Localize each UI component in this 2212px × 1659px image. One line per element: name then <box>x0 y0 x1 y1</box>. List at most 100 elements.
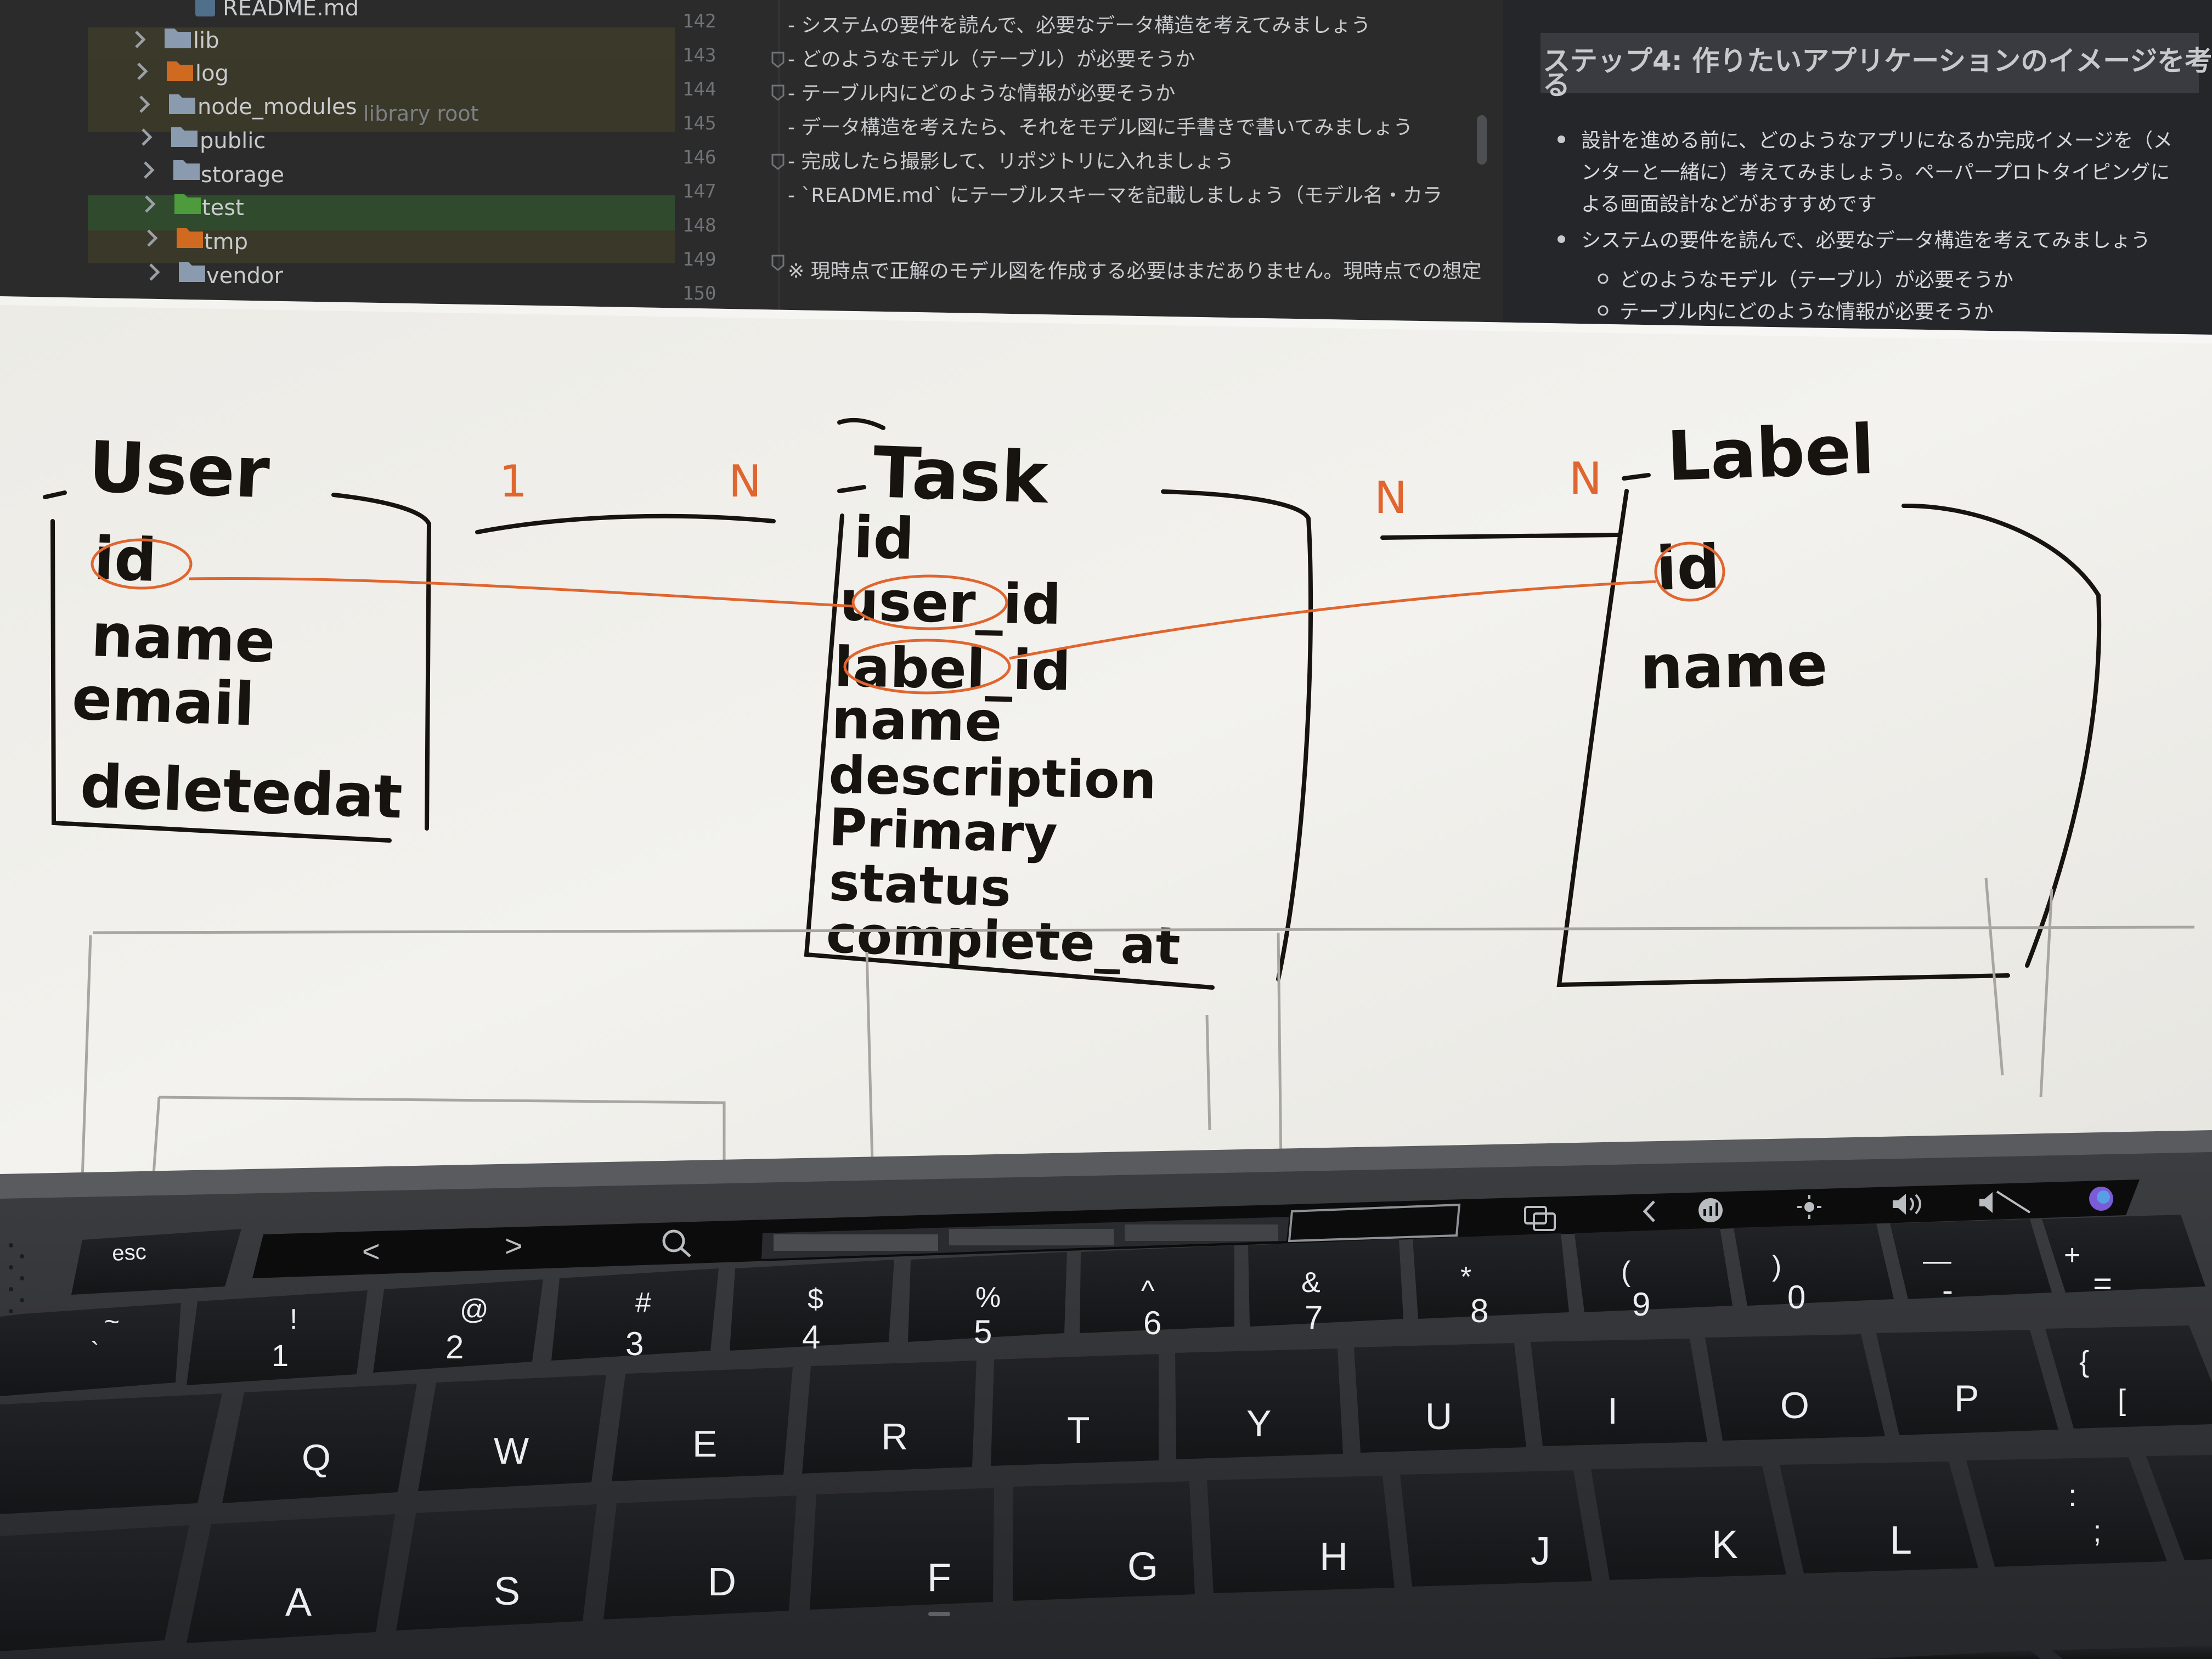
key-bottom-label: 3 <box>625 1325 644 1362</box>
key-s[interactable]: S <box>396 1504 597 1630</box>
preview-bullet-line: システムの要件を読んで、必要なデータ構造を考えてみましょう <box>1581 229 2151 252</box>
entity-frame <box>1901 503 2102 968</box>
key-5[interactable]: % 5 <box>908 1252 1067 1350</box>
folder-icon <box>171 127 198 147</box>
key-y[interactable]: Y <box>1175 1348 1343 1459</box>
key-7[interactable]: & 7 <box>1248 1239 1403 1336</box>
er-diagram: User id name email deletedat 1 N Task id… <box>43 410 2102 990</box>
mute-icon[interactable] <box>1979 1190 2031 1214</box>
line-number: 149 <box>682 249 716 270</box>
key-g[interactable]: G <box>1013 1481 1195 1601</box>
entity-frame <box>331 493 432 831</box>
key-4[interactable]: $ 4 <box>730 1260 894 1356</box>
tree-item-tmp[interactable]: tmp <box>147 228 248 255</box>
paper-background <box>0 296 2212 1185</box>
key-9[interactable]: ( 9 <box>1575 1228 1733 1323</box>
entity-name: User <box>87 426 271 514</box>
key-top-label: ! <box>290 1304 297 1335</box>
volume-icon[interactable] <box>1893 1194 1921 1215</box>
key-6[interactable]: ^ 6 <box>1080 1245 1234 1341</box>
key-equals[interactable]: + = <box>2042 1215 2205 1302</box>
tab-thumbnails[interactable] <box>761 1203 1461 1259</box>
tree-item-lib[interactable]: lib <box>135 28 219 53</box>
tree-item-public[interactable]: public <box>142 127 266 154</box>
tree-item-label: tmp <box>204 229 248 255</box>
key-top-label: { <box>2079 1345 2089 1378</box>
key-label: O <box>1780 1385 1809 1426</box>
key-w[interactable]: W <box>418 1375 606 1491</box>
tree-item-node-modules[interactable]: node_modules library root <box>139 94 479 126</box>
key-l[interactable]: L <box>1780 1462 1978 1573</box>
brightness-icon[interactable] <box>1699 1198 1723 1222</box>
display-brightness-icon[interactable] <box>1797 1195 1821 1219</box>
key-2[interactable]: @ 2 <box>373 1279 543 1373</box>
key-p[interactable]: P <box>1876 1330 2058 1435</box>
key-bottom-label: 8 <box>1470 1293 1488 1329</box>
editor-scrollbar[interactable] <box>1477 115 1487 165</box>
key-t[interactable]: T <box>991 1354 1159 1466</box>
key-a[interactable]: A <box>187 1514 395 1643</box>
key-bottom-label: ; <box>2093 1514 2102 1548</box>
code-editor: 142 143 144 145 146 147 148 149 150 - シス… <box>680 0 1503 351</box>
heading-selection <box>1541 33 2199 93</box>
entity-field: user_id <box>839 569 1062 637</box>
key-label: D <box>708 1560 736 1604</box>
cardinality-label: 1 <box>499 456 527 507</box>
search-icon[interactable] <box>662 1229 691 1257</box>
key-f[interactable]: F <box>810 1488 994 1616</box>
markdown-file-icon <box>195 0 215 16</box>
key-minus[interactable]: — - <box>1890 1219 2052 1308</box>
editor-text[interactable]: - システムの要件を読んで、必要なデータ構造を考えてみましょう - どのようなモ… <box>788 14 1482 283</box>
key-e[interactable]: E <box>612 1367 793 1481</box>
key-highlight <box>843 639 1011 695</box>
key-r[interactable]: R <box>802 1361 977 1474</box>
key-1[interactable]: ! 1 <box>187 1290 368 1385</box>
chevron-right-icon <box>139 95 150 113</box>
key-o[interactable]: O <box>1705 1334 1885 1441</box>
key-d[interactable]: D <box>603 1496 797 1620</box>
chevron-right-icon <box>135 31 146 48</box>
key-3[interactable]: # 3 <box>551 1268 719 1362</box>
editor-line: - システムの要件を読んで、必要なデータ構造を考えてみましょう <box>788 14 1370 37</box>
entity-field: status <box>828 853 1012 919</box>
touch-bar[interactable]: < > <box>252 1180 2140 1278</box>
collapse-chevron-icon[interactable] <box>1643 1200 1655 1222</box>
key-q[interactable]: Q <box>222 1384 417 1503</box>
key-tab[interactable] <box>0 1393 222 1514</box>
key-k[interactable]: K <box>1591 1466 1786 1580</box>
key-row-number: ~ ` ! 1 @ 2 # 3 $ 4 <box>0 1215 2205 1396</box>
key-i[interactable]: I <box>1531 1339 1707 1446</box>
key-caps-lock[interactable] <box>0 1525 189 1651</box>
key-partial[interactable] <box>1865 1650 2041 1659</box>
key-j[interactable]: J <box>1400 1470 1592 1587</box>
key-u[interactable]: U <box>1354 1343 1526 1453</box>
touch-bar-forward-button[interactable]: > <box>505 1228 523 1263</box>
preview-heading-wrap: る <box>1543 69 1570 101</box>
key-label: P <box>1954 1378 1979 1419</box>
key-h[interactable]: H <box>1207 1476 1395 1593</box>
key-esc[interactable]: esc <box>71 1229 241 1295</box>
key-grave[interactable]: ~ ` <box>0 1303 181 1396</box>
key-top-label: @ <box>460 1294 489 1325</box>
entity-field: id <box>93 524 158 595</box>
key-quote[interactable] <box>2146 1455 2212 1560</box>
tree-item-test[interactable]: test <box>145 194 244 221</box>
tree-item-readme[interactable]: README.md <box>195 0 359 21</box>
key-0[interactable]: ) 0 <box>1734 1223 1894 1316</box>
entity-frame <box>50 519 392 843</box>
key-top-label: * <box>1460 1261 1471 1293</box>
paper-sheet: User id name email deletedat 1 N Task id… <box>0 296 2212 1185</box>
project-file-tree: README.md lib log node_modules library r… <box>0 0 680 351</box>
tree-item-vendor[interactable]: vendor <box>149 262 283 289</box>
touch-bar-back-button[interactable]: < <box>362 1234 380 1268</box>
mission-control-icon[interactable] <box>1524 1206 1556 1231</box>
tree-item-storage[interactable]: storage <box>144 160 284 188</box>
editor-line: - データ構造を考えたら、それをモデル図に手書きで書いてみましょう <box>788 116 1413 139</box>
key-semicolon[interactable]: : ; <box>1966 1457 2167 1567</box>
key-highlight <box>91 538 193 590</box>
key-bracket[interactable]: { [ <box>2045 1325 2212 1429</box>
key-8[interactable]: * 8 <box>1413 1233 1569 1329</box>
key-partial[interactable] <box>2052 1646 2212 1659</box>
tree-item-log[interactable]: log <box>137 61 229 86</box>
key-row-home: A S D F G H <box>0 1455 2212 1651</box>
